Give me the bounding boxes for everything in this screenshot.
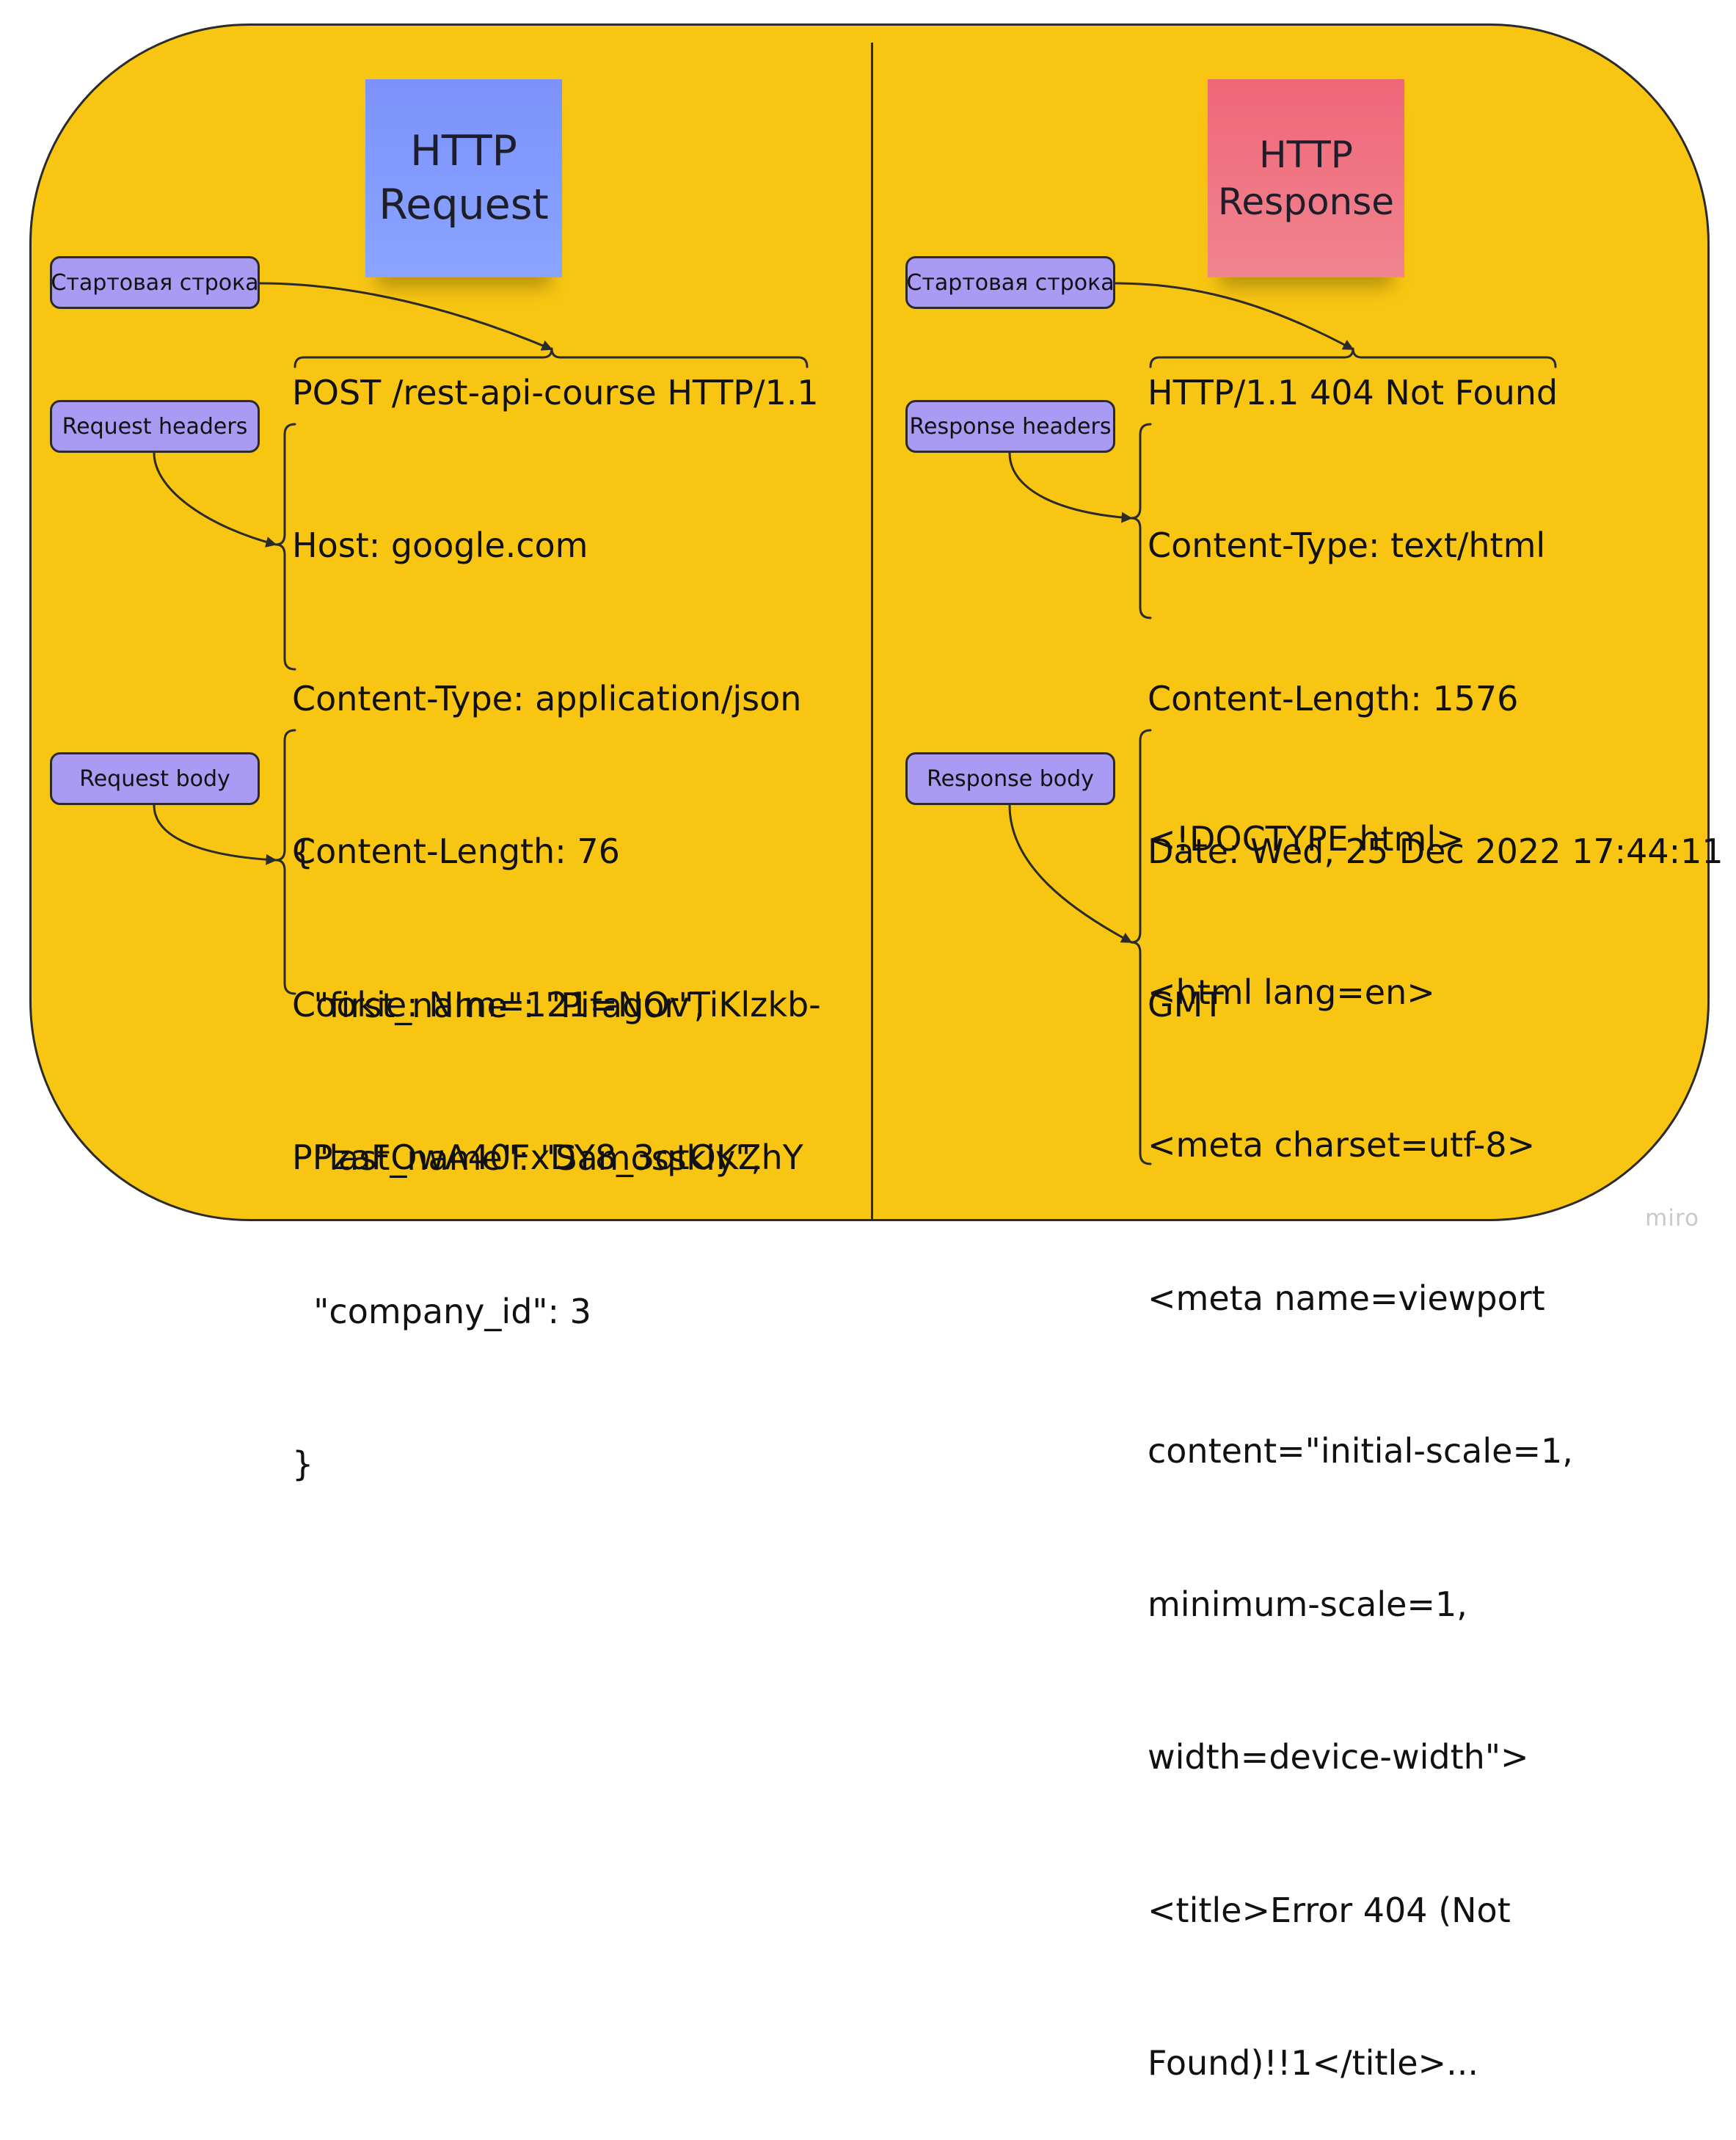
miro-watermark: miro [1645,1205,1699,1231]
brace-response-start-line [1149,347,1557,368]
label-request-body-text: Request body [79,765,230,792]
sticky-http-response[interactable]: HTTP Response [1208,79,1404,277]
response-header-line: Content-Type: text/html [1148,525,1546,565]
brace-request-start-line [293,347,809,368]
brace-response-body [1130,729,1152,1165]
request-body-line: "company_id": 3 [292,1291,591,1331]
request-body-line: "last_name": "Samosskiy", [292,1138,762,1178]
response-body-line: <title>Error 404 (Not [1148,1890,1511,1930]
sticky-http-request[interactable]: HTTP Request [365,79,562,277]
request-body-line: { [292,832,314,872]
arrow-response-body [1008,804,1133,944]
label-response-headers[interactable]: Response headers [905,400,1115,453]
label-response-start-line-text: Стартовая строка [906,269,1115,296]
response-body-line: <!DOCTYPE html> [1148,819,1465,859]
brace-response-headers [1130,423,1152,619]
label-request-headers-text: Request headers [62,413,248,440]
label-response-start-line[interactable]: Стартовая строка [905,256,1115,309]
label-response-body-text: Response body [927,765,1094,792]
request-header-line: Content-Length: 76 [292,831,620,871]
arrow-response-headers [1008,451,1133,523]
board-background [29,23,1710,1221]
brace-request-headers [274,423,296,671]
label-response-headers-text: Response headers [909,413,1112,440]
label-request-start-line-text: Стартовая строка [51,269,259,296]
response-header-line: Date: Wed, 25 Dec 2022 17:44:11 [1148,831,1724,871]
request-header-line: PPzaFOwA40FxDY8_3qtOKZhY [292,1138,803,1177]
column-divider [871,43,873,1220]
request-start-line[interactable]: POST /rest-api-course HTTP/1.1 [292,373,819,412]
response-start-line[interactable]: HTTP/1.1 404 Not Found [1148,373,1558,412]
response-header-line: GMT [1148,984,1224,1024]
response-body-line: width=device-width"> [1148,1737,1529,1777]
request-body-line: "first_name": "Pifagor", [292,985,705,1025]
sticky-http-response-label: HTTP Response [1217,134,1395,223]
response-body-line: content="initial-scale=1, [1148,1431,1573,1471]
arrow-response-start-line [1114,282,1354,351]
request-body-line: } [292,1444,314,1484]
connectors-layer [153,282,1557,1165]
request-header-line: Content-Type: application/json [292,678,802,718]
response-headers-block[interactable]: Content-Type: text/html Content-Length: … [1148,418,1724,1082]
request-header-line: Cookie: NIm=121=NOvTiKlzkb- [292,984,821,1024]
label-response-body[interactable]: Response body [905,752,1115,805]
response-body-line: Found)!!1</title>... [1148,2043,1478,2083]
response-header-line: Content-Length: 1576 [1148,678,1519,718]
label-request-start-line[interactable]: Стартовая строка [50,256,260,309]
arrow-request-start-line [258,282,553,351]
response-body-line: <html lang=en> [1148,972,1435,1012]
response-body-line: <meta charset=utf-8> [1148,1125,1536,1165]
request-headers-block[interactable]: Host: google.com Content-Type: applicati… [292,418,821,1234]
arrow-request-body [153,804,277,865]
response-body-line: minimum-scale=1, [1148,1584,1467,1624]
brace-request-body [274,729,296,995]
response-body-line: <meta name=viewport [1148,1278,1545,1318]
label-request-body[interactable]: Request body [50,752,260,805]
sticky-http-request-label: HTTP Request [379,127,549,229]
arrow-request-headers [153,451,277,547]
label-request-headers[interactable]: Request headers [50,400,260,453]
request-header-line: Host: google.com [292,525,588,565]
